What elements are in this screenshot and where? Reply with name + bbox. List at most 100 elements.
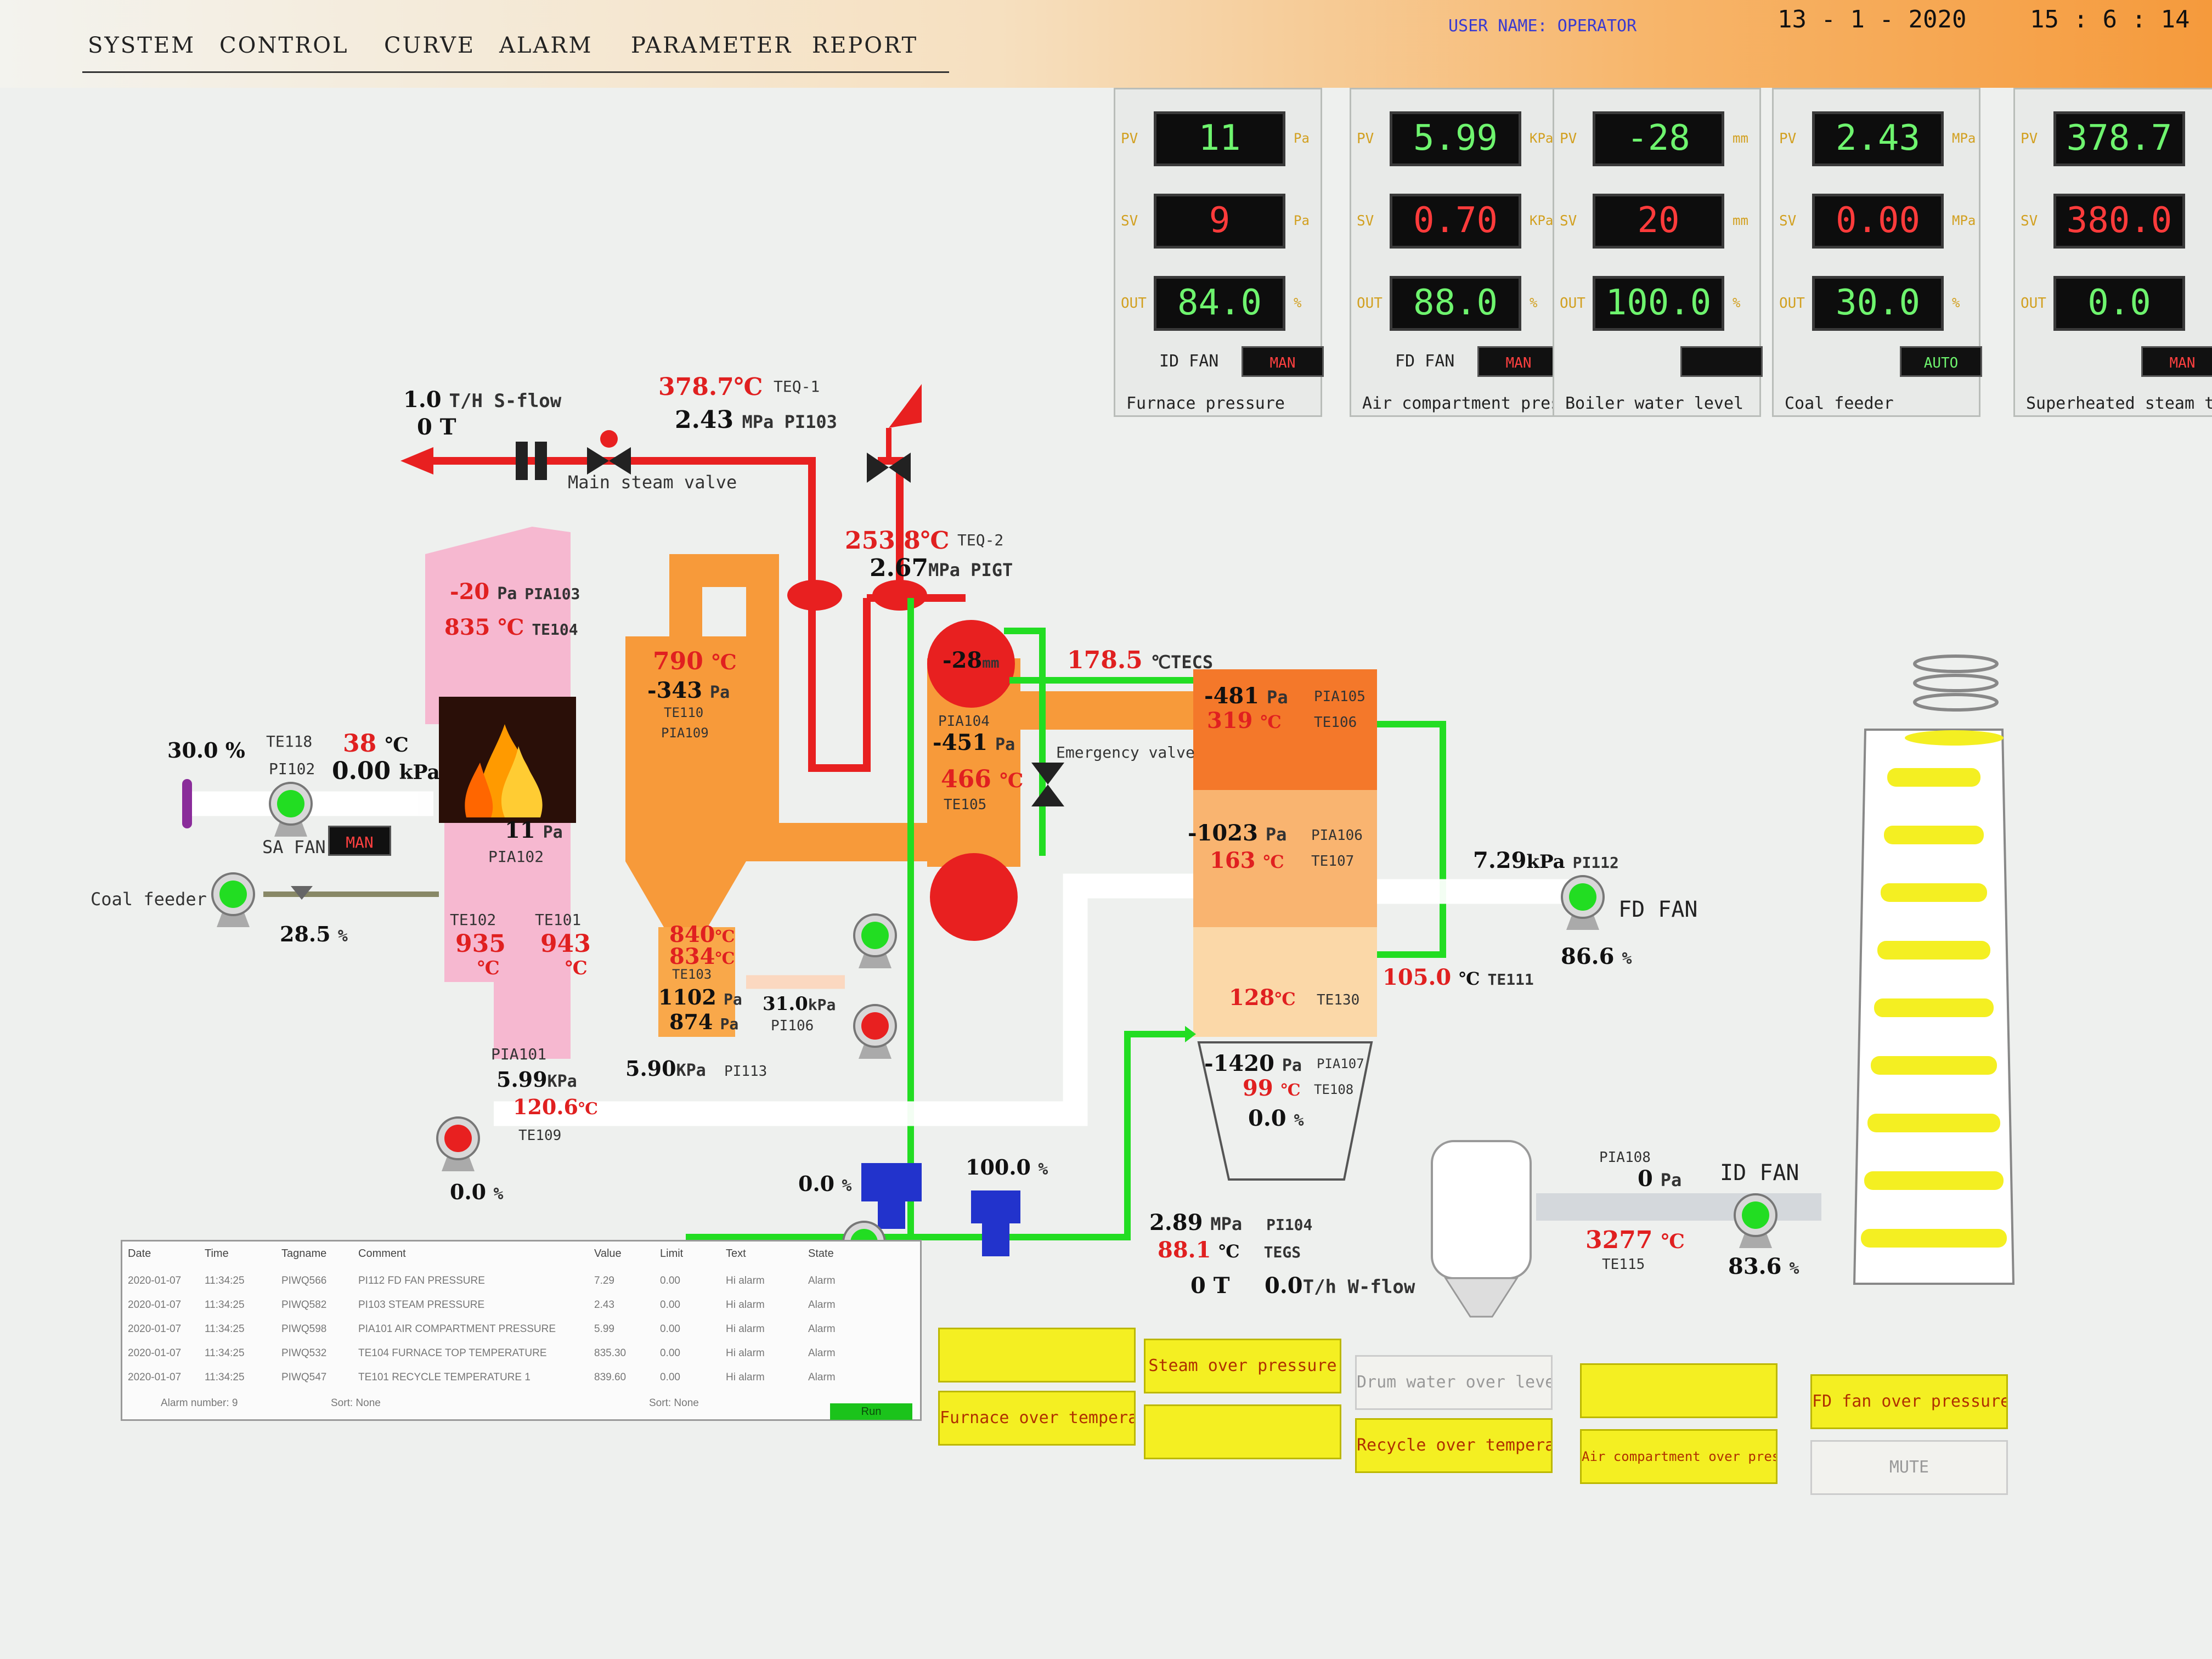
alarm-log-cell: 5.99 bbox=[594, 1323, 614, 1335]
panel-id-fan-sv[interactable]: 9 bbox=[1154, 194, 1285, 249]
chimney-stripes bbox=[1861, 768, 2007, 1248]
panel-fd-fan-sv[interactable]: 0.70 bbox=[1390, 194, 1521, 249]
furnace-press: -20 Pa PIA103 bbox=[450, 579, 580, 605]
alarm-button-blank-0[interactable] bbox=[938, 1328, 1136, 1383]
chimney-stripe bbox=[1867, 1114, 2000, 1132]
alarm-button-blank-6[interactable] bbox=[1144, 1404, 1341, 1459]
panel-unit-out: % bbox=[1952, 295, 1960, 311]
alarm-button-recycle-over-temperature[interactable]: Recycle over temperature bbox=[1355, 1418, 1553, 1473]
panel-coal-feeder-mode-button[interactable]: AUTO bbox=[1900, 346, 1982, 377]
main-steam-temp: 378.7℃ bbox=[658, 373, 763, 401]
panel-label-out: OUT bbox=[1357, 295, 1383, 312]
bottom-pump-pct: 0.0 % bbox=[450, 1180, 504, 1204]
alarm-log-cell: 2020-01-07 bbox=[128, 1299, 182, 1311]
sa-damper-icon bbox=[182, 779, 192, 828]
panel-water-level-out: 100.0 bbox=[1593, 276, 1724, 331]
alarm-log-cell: Alarm bbox=[808, 1372, 836, 1383]
furnace-temp: 835 ℃ TE104 bbox=[444, 614, 578, 640]
pump-1-icon bbox=[853, 913, 897, 968]
alarm-button-steam-over-pressure[interactable]: Steam over pressure bbox=[1144, 1339, 1341, 1393]
alarm-button-fd-fan-over-pressure[interactable]: FD fan over pressure bbox=[1810, 1374, 2008, 1429]
wflow-total: 0 T bbox=[1190, 1273, 1230, 1299]
id-fan-label: ID FAN bbox=[1720, 1160, 1799, 1186]
alarm-button-blank-3[interactable] bbox=[1580, 1363, 1778, 1418]
main-steam-valve-icon bbox=[587, 430, 631, 475]
chimney-stripe bbox=[1864, 1171, 2004, 1190]
loop-seal-press-1: 1102 Pa bbox=[658, 985, 742, 1009]
alarm-log-cell: 2.43 bbox=[594, 1299, 614, 1311]
main-steam-valve-label[interactable]: Main steam valve bbox=[568, 472, 737, 493]
alarm-log-cell: 835.30 bbox=[594, 1347, 627, 1359]
panel-id-fan-mode-button[interactable]: MAN bbox=[1242, 346, 1324, 377]
alarm-log-cell: PI103 STEAM PRESSURE bbox=[358, 1299, 485, 1311]
panel-unit-out: % bbox=[1530, 295, 1538, 311]
menu-control[interactable]: CONTROL bbox=[219, 33, 349, 58]
smoke bbox=[1913, 654, 1999, 712]
panel-coal-feeder-out: 30.0 bbox=[1812, 276, 1944, 331]
drum-press: 2.67MPa PIGT bbox=[870, 554, 1013, 582]
emergency-valve-label[interactable]: Emergency valve bbox=[1056, 743, 1195, 761]
panel-label-sv: SV bbox=[1779, 213, 1797, 229]
panel-unit-pv: mm bbox=[1733, 131, 1748, 146]
alarm-log-cell: TE101 RECYCLE TEMPERATURE 1 bbox=[358, 1372, 531, 1383]
panel-label-pv: PV bbox=[1121, 131, 1138, 147]
header-bar bbox=[0, 0, 2212, 88]
date-display: 13 - 1 - 2020 bbox=[1778, 5, 1967, 33]
chimney-stripe bbox=[1861, 1229, 2007, 1248]
id-fan-icon bbox=[1734, 1193, 1778, 1248]
hx-press-tag-1: PIA105 bbox=[1314, 689, 1365, 705]
sa-fan-mode-button[interactable]: MAN bbox=[328, 826, 391, 856]
cyclone-body bbox=[625, 554, 977, 1037]
panel-coal-feeder-sv[interactable]: 0.00 bbox=[1812, 194, 1944, 249]
sa-damper-pct: 30.0 % bbox=[167, 738, 245, 763]
control-valve-1-icon bbox=[861, 1163, 922, 1229]
user-name: USER NAME: OPERATOR bbox=[1448, 16, 1637, 36]
alarm-button-air-compartment-over-pressure[interactable]: Air compartment over pressure bbox=[1580, 1429, 1778, 1484]
alarm-log-cell: 7.29 bbox=[594, 1275, 614, 1286]
te101-value: 943 bbox=[540, 930, 591, 958]
panel-steam-temp-sv[interactable]: 380.0 bbox=[2053, 194, 2185, 249]
emergency-valve-icon bbox=[1031, 763, 1064, 806]
drum-section bbox=[787, 580, 1196, 941]
menu-curve[interactable]: CURVE bbox=[384, 33, 476, 58]
panel-water-level-mode-button[interactable] bbox=[1680, 346, 1763, 377]
menu-system[interactable]: SYSTEM bbox=[88, 33, 196, 58]
hx-press-3: -1420 Pa bbox=[1204, 1051, 1302, 1076]
alarm-log-table[interactable]: Date Time Tagname Comment Value Limit Te… bbox=[121, 1240, 922, 1421]
pia101-value: 5.99KPa bbox=[496, 1067, 577, 1092]
panel-unit-sv: MPa bbox=[1952, 213, 1976, 228]
panel-label-pv: PV bbox=[1560, 131, 1577, 147]
cyclone-press: -343 Pa bbox=[647, 678, 730, 703]
loop-seal-tag: TE103 bbox=[672, 967, 712, 982]
alarm-button-furnace-over-temperature[interactable]: Furnace over temperature bbox=[938, 1391, 1136, 1446]
panel-water-level-pv: -28 bbox=[1593, 111, 1724, 166]
safety-valve-flag bbox=[889, 384, 922, 428]
sflow-total: 0 T bbox=[417, 414, 456, 440]
panel-unit-pv: KPa bbox=[1530, 131, 1554, 146]
alarm-log-cell: 11:34:25 bbox=[205, 1372, 245, 1383]
menu-report[interactable]: REPORT bbox=[812, 33, 918, 58]
chimney-stripe bbox=[1884, 826, 1984, 844]
hx-press-tag-2: PIA106 bbox=[1311, 827, 1363, 844]
panel-steam-temp-mode-button[interactable]: MAN bbox=[2141, 346, 2212, 377]
panel-unit-pv: MPa bbox=[1952, 131, 1976, 146]
panel-coal-feeder-pv: 2.43 bbox=[1812, 111, 1944, 166]
menu-alarm[interactable]: ALARM bbox=[499, 33, 593, 58]
alarm-button-mute[interactable]: MUTE bbox=[1810, 1440, 2008, 1495]
menu-parameter[interactable]: PARAMETER bbox=[631, 33, 793, 58]
drum-level: -28mm bbox=[943, 647, 1000, 673]
alarm-button-drum-water-over-level[interactable]: Drum water over level bbox=[1355, 1355, 1553, 1410]
panel-water-level-sv[interactable]: 20 bbox=[1593, 194, 1724, 249]
panel-unit-out: % bbox=[1733, 295, 1741, 311]
alarm-log-cell: Alarm bbox=[808, 1275, 836, 1286]
chimney-stripe bbox=[1877, 941, 1990, 960]
drum-temp: 253.8 bbox=[845, 527, 921, 555]
hx-temp-4: 99 ℃ bbox=[1243, 1075, 1301, 1101]
